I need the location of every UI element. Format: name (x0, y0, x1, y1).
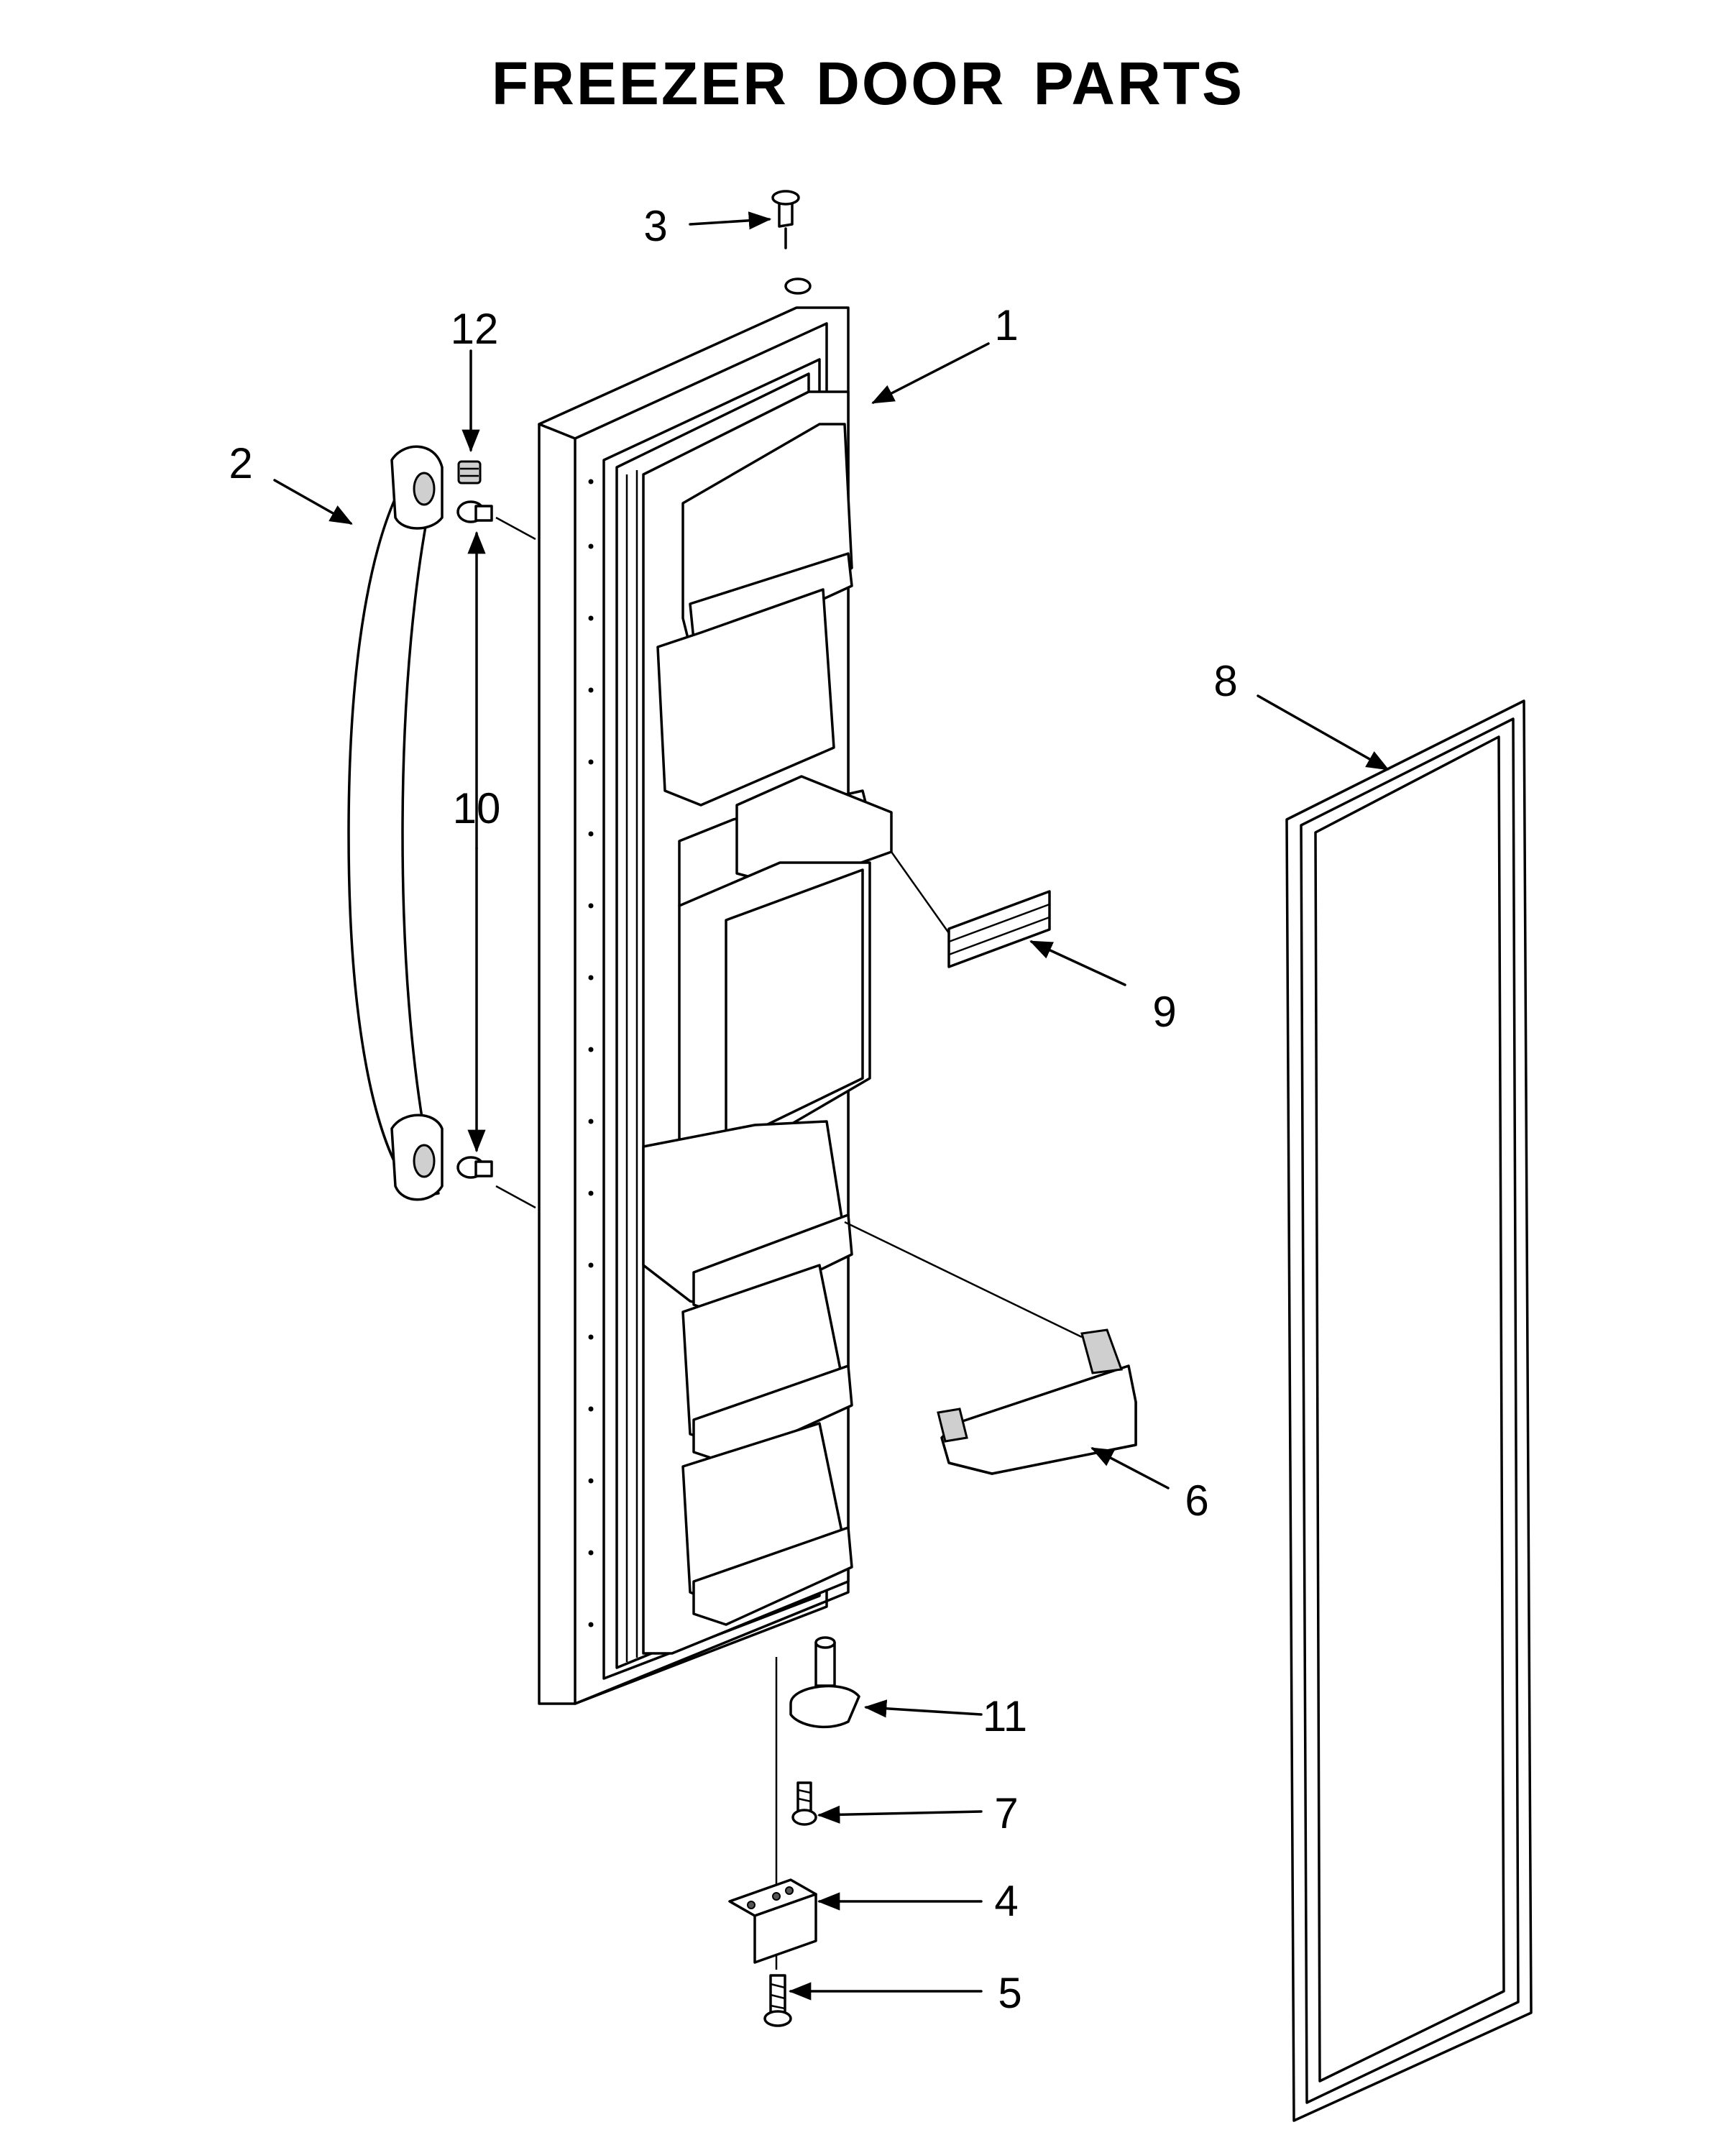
callout-labels: 1 2 3 4 5 6 7 8 9 10 11 12 (229, 202, 1237, 2017)
callout-3: 3 (643, 202, 667, 250)
bottom-hinge[interactable] (728, 1878, 817, 1964)
dispenser-trim-strip[interactable] (947, 890, 1051, 968)
door-handle[interactable] (347, 445, 444, 1201)
callout-1: 1 (994, 301, 1018, 349)
handle-set-screw[interactable] (457, 460, 482, 485)
handle-mounting-stud-bottom[interactable] (456, 1156, 493, 1179)
hinge-mounting-screw[interactable] (763, 1974, 792, 2027)
callout-10: 10 (453, 784, 501, 832)
handle-mounting-stud-top[interactable] (456, 500, 493, 523)
door-gasket[interactable] (1285, 699, 1533, 2122)
callout-11: 11 (983, 1692, 1027, 1740)
door-bin[interactable] (937, 1328, 1137, 1475)
hinge-pin[interactable] (789, 1636, 860, 1729)
callout-4: 4 (994, 1877, 1018, 1925)
callout-2: 2 (229, 439, 252, 487)
door-plug[interactable] (771, 190, 800, 249)
freezer-door[interactable] (538, 277, 893, 1705)
callout-12: 12 (451, 305, 499, 353)
callout-7: 7 (994, 1789, 1018, 1837)
callout-8: 8 (1213, 657, 1237, 705)
hinge-screw[interactable] (791, 1781, 817, 1826)
callout-9: 9 (1152, 988, 1176, 1036)
callout-6: 6 (1185, 1477, 1208, 1525)
page-title: FREEZER DOOR PARTS (491, 50, 1245, 117)
leader-arrows (273, 211, 1390, 2001)
callout-5: 5 (998, 1969, 1021, 2017)
